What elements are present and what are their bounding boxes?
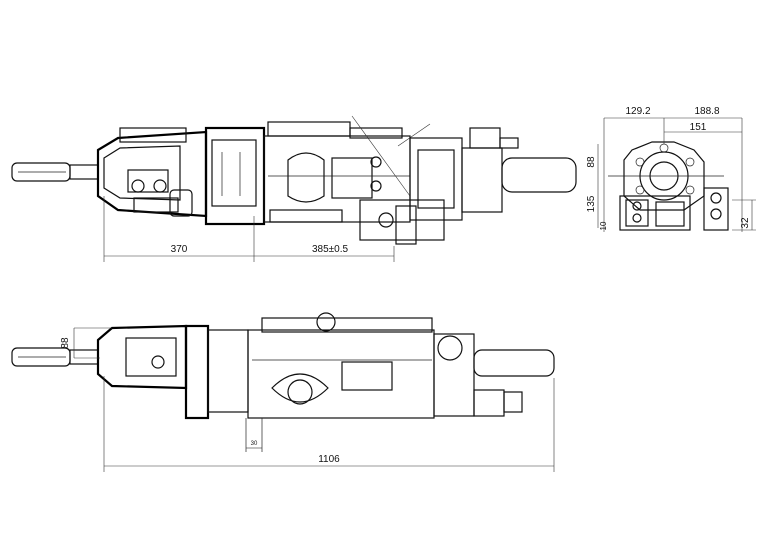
dim-front-135: 135 bbox=[586, 195, 597, 212]
dim-front-32: 32 bbox=[740, 217, 751, 229]
dim-front-88: 88 bbox=[586, 156, 597, 168]
dim-side-30: 30 bbox=[251, 441, 258, 447]
dim-front-151: 151 bbox=[690, 122, 707, 133]
side-view bbox=[11, 312, 555, 452]
front-view bbox=[608, 141, 729, 231]
front-view-dimensions: 129.2 188.8 151 88 135 10 32 bbox=[586, 106, 756, 232]
dim-side-88: 88 bbox=[60, 337, 71, 349]
top-view-dimensions: 370 385±0.5 bbox=[103, 196, 395, 262]
side-view-dimensions: 88 1106 30 bbox=[60, 327, 555, 472]
dim-side-1106: 1106 bbox=[318, 454, 340, 465]
top-view bbox=[11, 115, 577, 245]
dim-front-188: 188.8 bbox=[694, 106, 719, 117]
dim-front-10: 10 bbox=[599, 221, 608, 230]
dim-top-385: 385±0.5 bbox=[312, 244, 349, 255]
dim-front-129: 129.2 bbox=[625, 106, 650, 117]
dim-top-370: 370 bbox=[171, 244, 188, 255]
